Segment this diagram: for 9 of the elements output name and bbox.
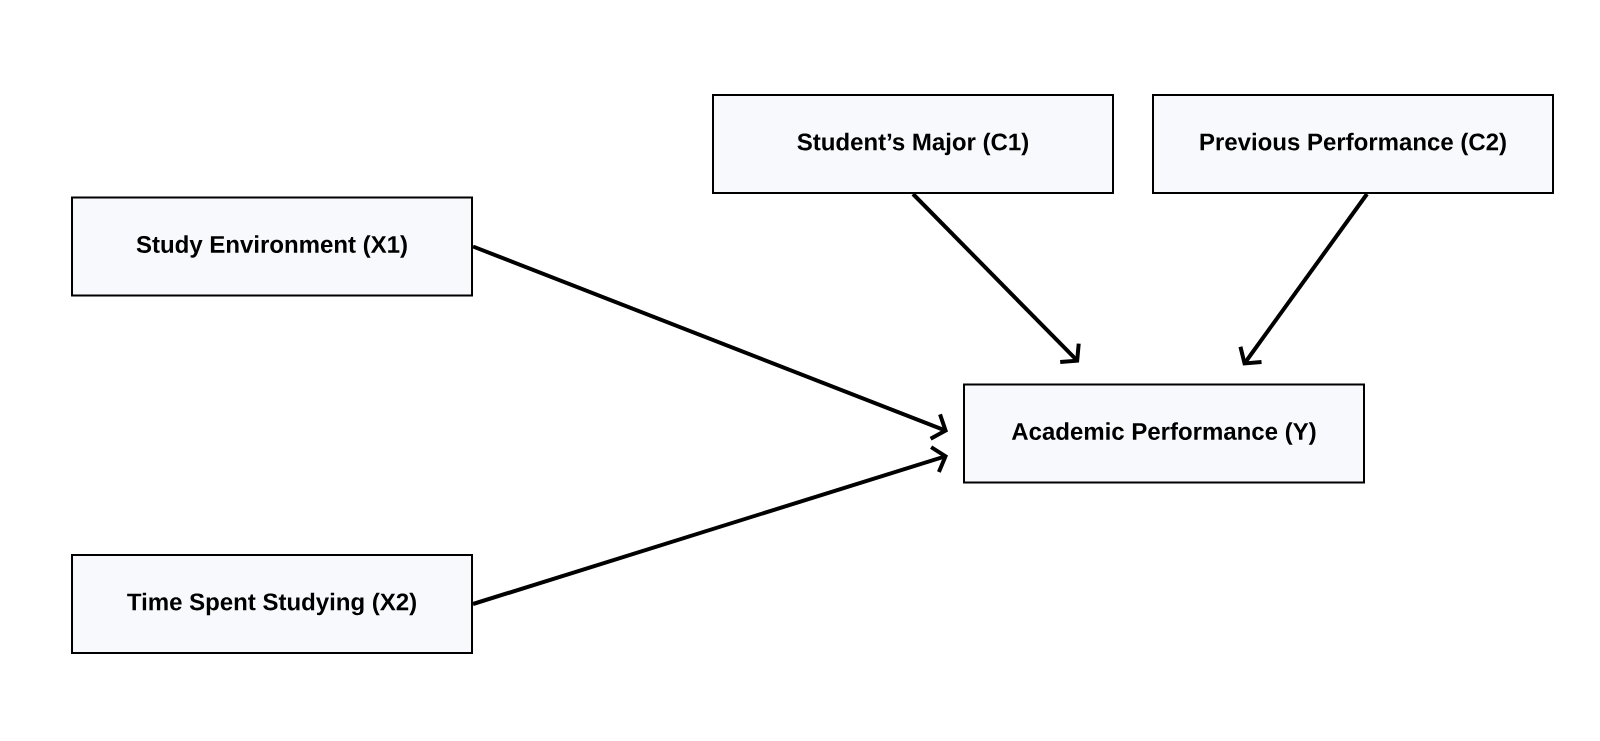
- variable-box: Time Spent Studying (X2): [71, 554, 473, 654]
- arrow: [1238, 192, 1369, 366]
- variable-box: Academic Performance (Y): [963, 383, 1365, 484]
- arrow: [911, 192, 1081, 364]
- variable-box: Previous Performance (C2): [1152, 94, 1554, 194]
- arrow: [472, 445, 948, 606]
- variable-box: Student’s Major (C1): [712, 94, 1114, 194]
- variable-box: Study Environment (X1): [71, 196, 473, 297]
- arrow: [472, 244, 948, 441]
